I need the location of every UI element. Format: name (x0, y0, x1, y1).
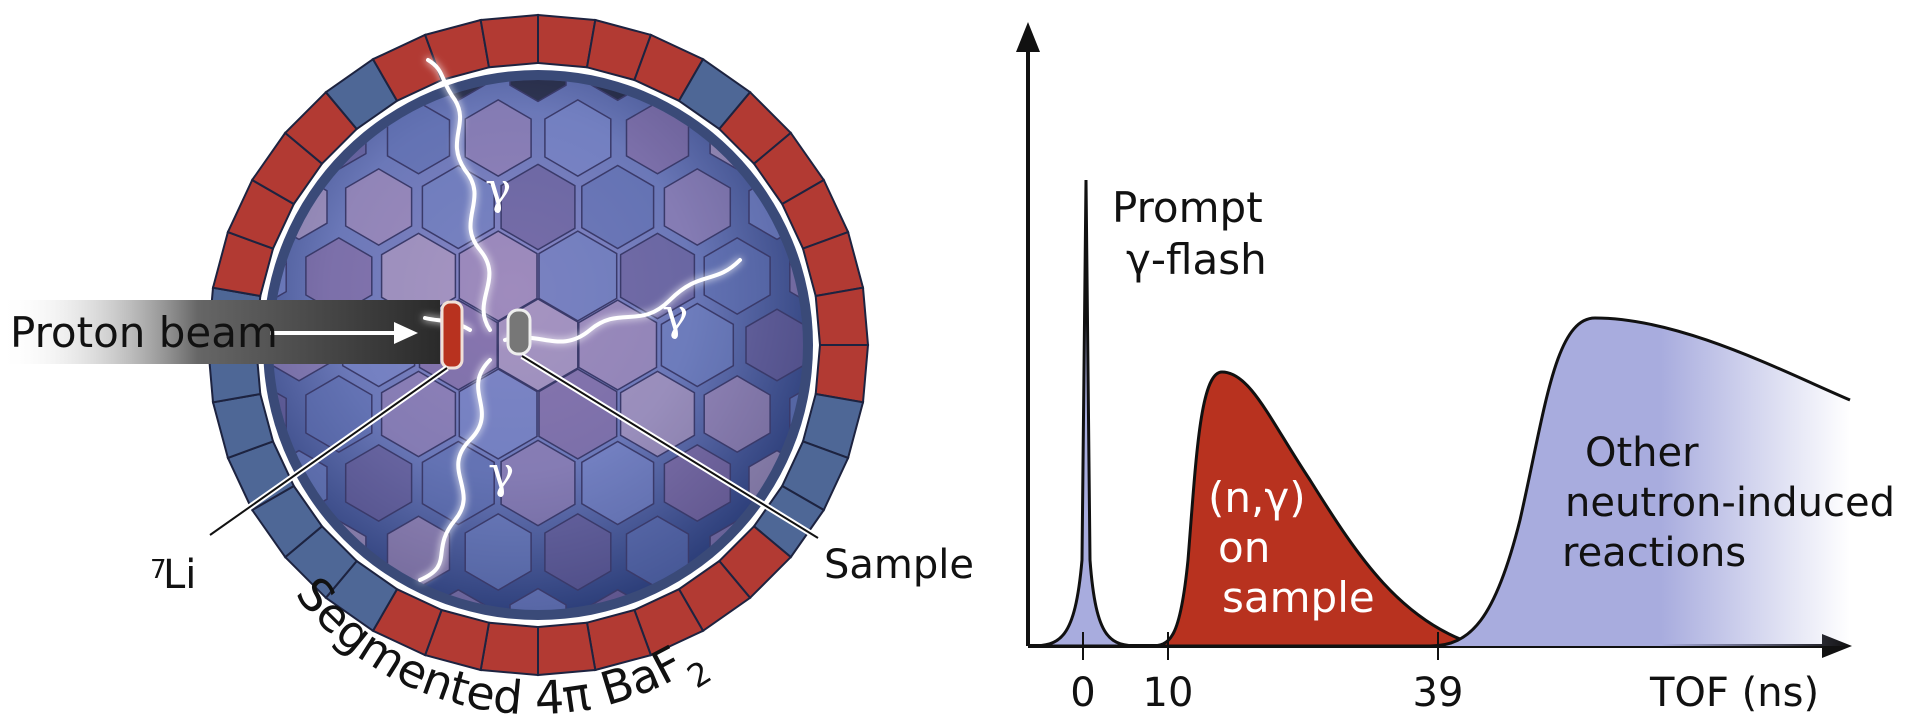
gamma-label-bottom: γ (488, 448, 514, 499)
crystal-cell (663, 168, 732, 246)
crystal-cell (581, 164, 655, 250)
x-tick-label-39: 39 (1413, 670, 1464, 716)
crystal-cell (464, 513, 532, 591)
sample-holder (506, 308, 532, 356)
gamma-ray-right (503, 258, 742, 344)
shell-segment (537, 13, 597, 69)
crystal-cell (703, 375, 771, 453)
other-line-1: Other (1585, 430, 1699, 476)
crystal-cell (273, 381, 287, 447)
series-other-outline (1429, 316, 1851, 648)
li-target (440, 300, 464, 370)
detector-shell (206, 13, 870, 677)
shell-segment (814, 344, 870, 404)
crystal-cell (458, 230, 538, 322)
crystal-cell (745, 308, 803, 382)
crystal-cell (464, 99, 532, 177)
gamma-ray-down (418, 358, 492, 582)
proton-beam-label: Proton beam (10, 308, 278, 357)
prompt-line-2: γ-flash (1126, 235, 1267, 284)
y-axis-arrowhead (1016, 22, 1040, 52)
crystal-cell (703, 237, 771, 315)
crystal-cell (509, 587, 567, 610)
n-gamma-line-3: sample (1222, 573, 1375, 622)
detector-diagram: Proton beam γ γ γ 7 Li Sample Segmented … (0, 13, 974, 723)
gamma-rays (418, 58, 742, 582)
crystal-cell (421, 440, 495, 526)
crystal-cell (538, 230, 618, 322)
crystal-cell (619, 232, 696, 320)
crystal-cell (509, 80, 567, 103)
crystal-cell (380, 370, 457, 458)
n-gamma-line-2: on (1218, 523, 1270, 572)
li-mass-number: 7 (150, 555, 167, 585)
series-n-gamma (1149, 370, 1479, 648)
crystal-cell (344, 168, 413, 246)
other-line-2: neutron-induced (1565, 480, 1895, 526)
other-reactions-annotation: Other neutron-induced reactions (1562, 430, 1908, 576)
beam-arrowhead (394, 322, 418, 344)
crystal-cell (544, 99, 612, 177)
sample-leader (521, 355, 819, 539)
crystal-cell (544, 513, 612, 591)
tof-chart: 0 10 39 TOF (ns) Prompt γ-flash (n,γ) on… (1016, 22, 1908, 716)
gamma-label-right: γ (662, 290, 688, 341)
crystal-cell (538, 368, 618, 460)
n-gamma-annotation: (n,γ) on sample (1208, 473, 1375, 622)
n-gamma-line-1: (n,γ) (1208, 473, 1306, 522)
crystal-cell (500, 163, 576, 251)
x-tick-label-10: 10 (1143, 670, 1194, 716)
gamma-label-top: γ (485, 164, 511, 215)
crystal-cell (344, 444, 413, 522)
shell-segment (479, 13, 539, 69)
sample-label: Sample (824, 542, 974, 588)
series-other-reactions (1430, 318, 1850, 646)
crystal-cell (500, 439, 576, 527)
crystal-cell (660, 302, 735, 388)
li-symbol-label: Li (163, 552, 196, 598)
crystal-cell (421, 164, 495, 250)
other-line-3: reactions (1562, 530, 1746, 576)
shell-segment (814, 286, 870, 346)
prompt-flash-annotation: Prompt γ-flash (1112, 183, 1276, 284)
gamma-ray-up (426, 58, 492, 332)
prompt-line-1: Prompt (1112, 183, 1263, 232)
crystal-cell (581, 440, 655, 526)
x-tick-label-0: 0 (1070, 670, 1095, 716)
series-prompt-peak (1029, 179, 1141, 648)
crystal-cell (663, 444, 732, 522)
crystal-cell (789, 381, 803, 447)
x-axis-label: TOF (ns) (1649, 670, 1819, 716)
crystal-cell (619, 370, 696, 458)
li-leader (209, 367, 448, 536)
